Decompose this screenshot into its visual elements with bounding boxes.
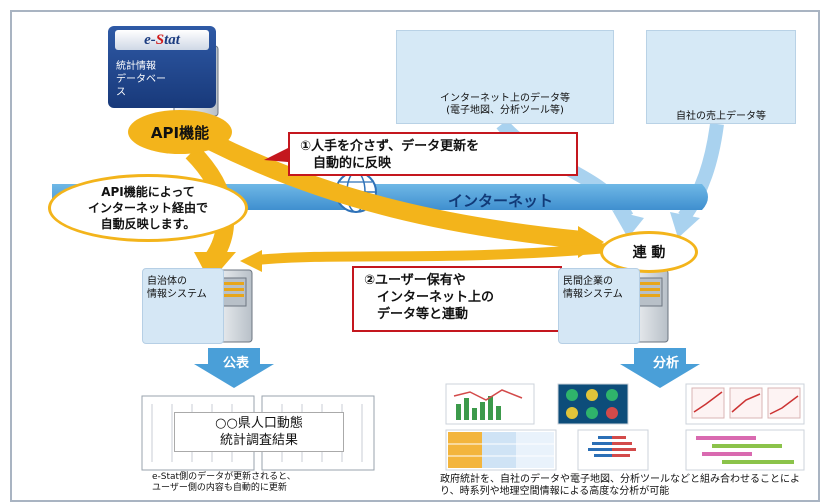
callout-1-pointer	[264, 148, 288, 162]
publish-label: 公表	[222, 356, 249, 371]
api-to-private-flow	[207, 133, 583, 249]
api-to-local-head	[194, 252, 236, 282]
thumb-heatmap-table	[445, 429, 557, 471]
sales-data-caption: 自社の売上データ等	[676, 111, 766, 122]
estat-logo-highlight: S	[155, 32, 165, 48]
return-flow-head	[240, 250, 262, 272]
callout-auto-update: ①人手を介さず、データ更新を 自動的に反映	[288, 132, 578, 176]
estat-logo-suffix: tat	[164, 32, 180, 48]
estat-database-box: e-Stat 統計情報 データベース	[108, 26, 216, 108]
sales-data-flow-head	[670, 212, 700, 238]
local-government-system: 自治体の 情報システム	[142, 268, 224, 344]
net-data-flow-head	[612, 210, 644, 238]
analysis-label: 分析	[652, 356, 679, 371]
analysis-arrow-icon	[620, 348, 700, 388]
private-company-system: 民間企業の 情報システム	[558, 268, 640, 344]
private-system-label: 民間企業の 情報システム	[563, 276, 623, 300]
estat-logo: e-Stat	[115, 30, 209, 50]
diagram-frame: e-Stat 統計情報 データベース API機能 API機能によって インターネ…	[10, 10, 820, 502]
thumb-pyramid-chart	[577, 429, 649, 471]
estat-database-label: 統計情報 データベース	[116, 61, 166, 98]
analysis-thumbnails	[445, 383, 805, 471]
return-flow	[256, 243, 609, 265]
api-function-label: API機能	[128, 110, 232, 154]
local-system-label: 自治体の 情報システム	[147, 276, 207, 300]
thumb-bar-line-chart	[445, 383, 535, 425]
caption-auto-update: e-Stat側のデータが更新されると、 ユーザー側の内容も自動的に更新	[152, 472, 296, 493]
thumb-gantt-chart	[685, 429, 805, 471]
callout-data-linkage: ②ユーザー保有や インターネット上の データ等と連動	[352, 266, 562, 332]
caption-advanced-analysis: 政府統計を、自社のデータや電子地図、分析ツールなどと組み合わせることにより、時系…	[440, 474, 800, 497]
publish-arrow-icon	[194, 348, 274, 388]
result-title: ○○県人口動態 統計調査結果	[174, 412, 344, 452]
linkage-label: 連 動	[600, 231, 698, 273]
internet-label: インターネット	[448, 192, 554, 210]
api-auto-reflect-note: API機能によって インターネット経由で 自動反映します。	[48, 174, 248, 242]
sales-data-card: 自社の売上データ等	[646, 30, 796, 124]
estat-logo-prefix: e-	[144, 32, 156, 48]
thumb-small-multiples	[685, 383, 805, 425]
internet-data-caption: インターネット上のデータ等 (電子地図、分析ツール等)	[440, 93, 570, 116]
thumb-map-grid	[557, 383, 629, 425]
internet-data-card: インターネット上のデータ等 (電子地図、分析ツール等)	[396, 30, 614, 124]
